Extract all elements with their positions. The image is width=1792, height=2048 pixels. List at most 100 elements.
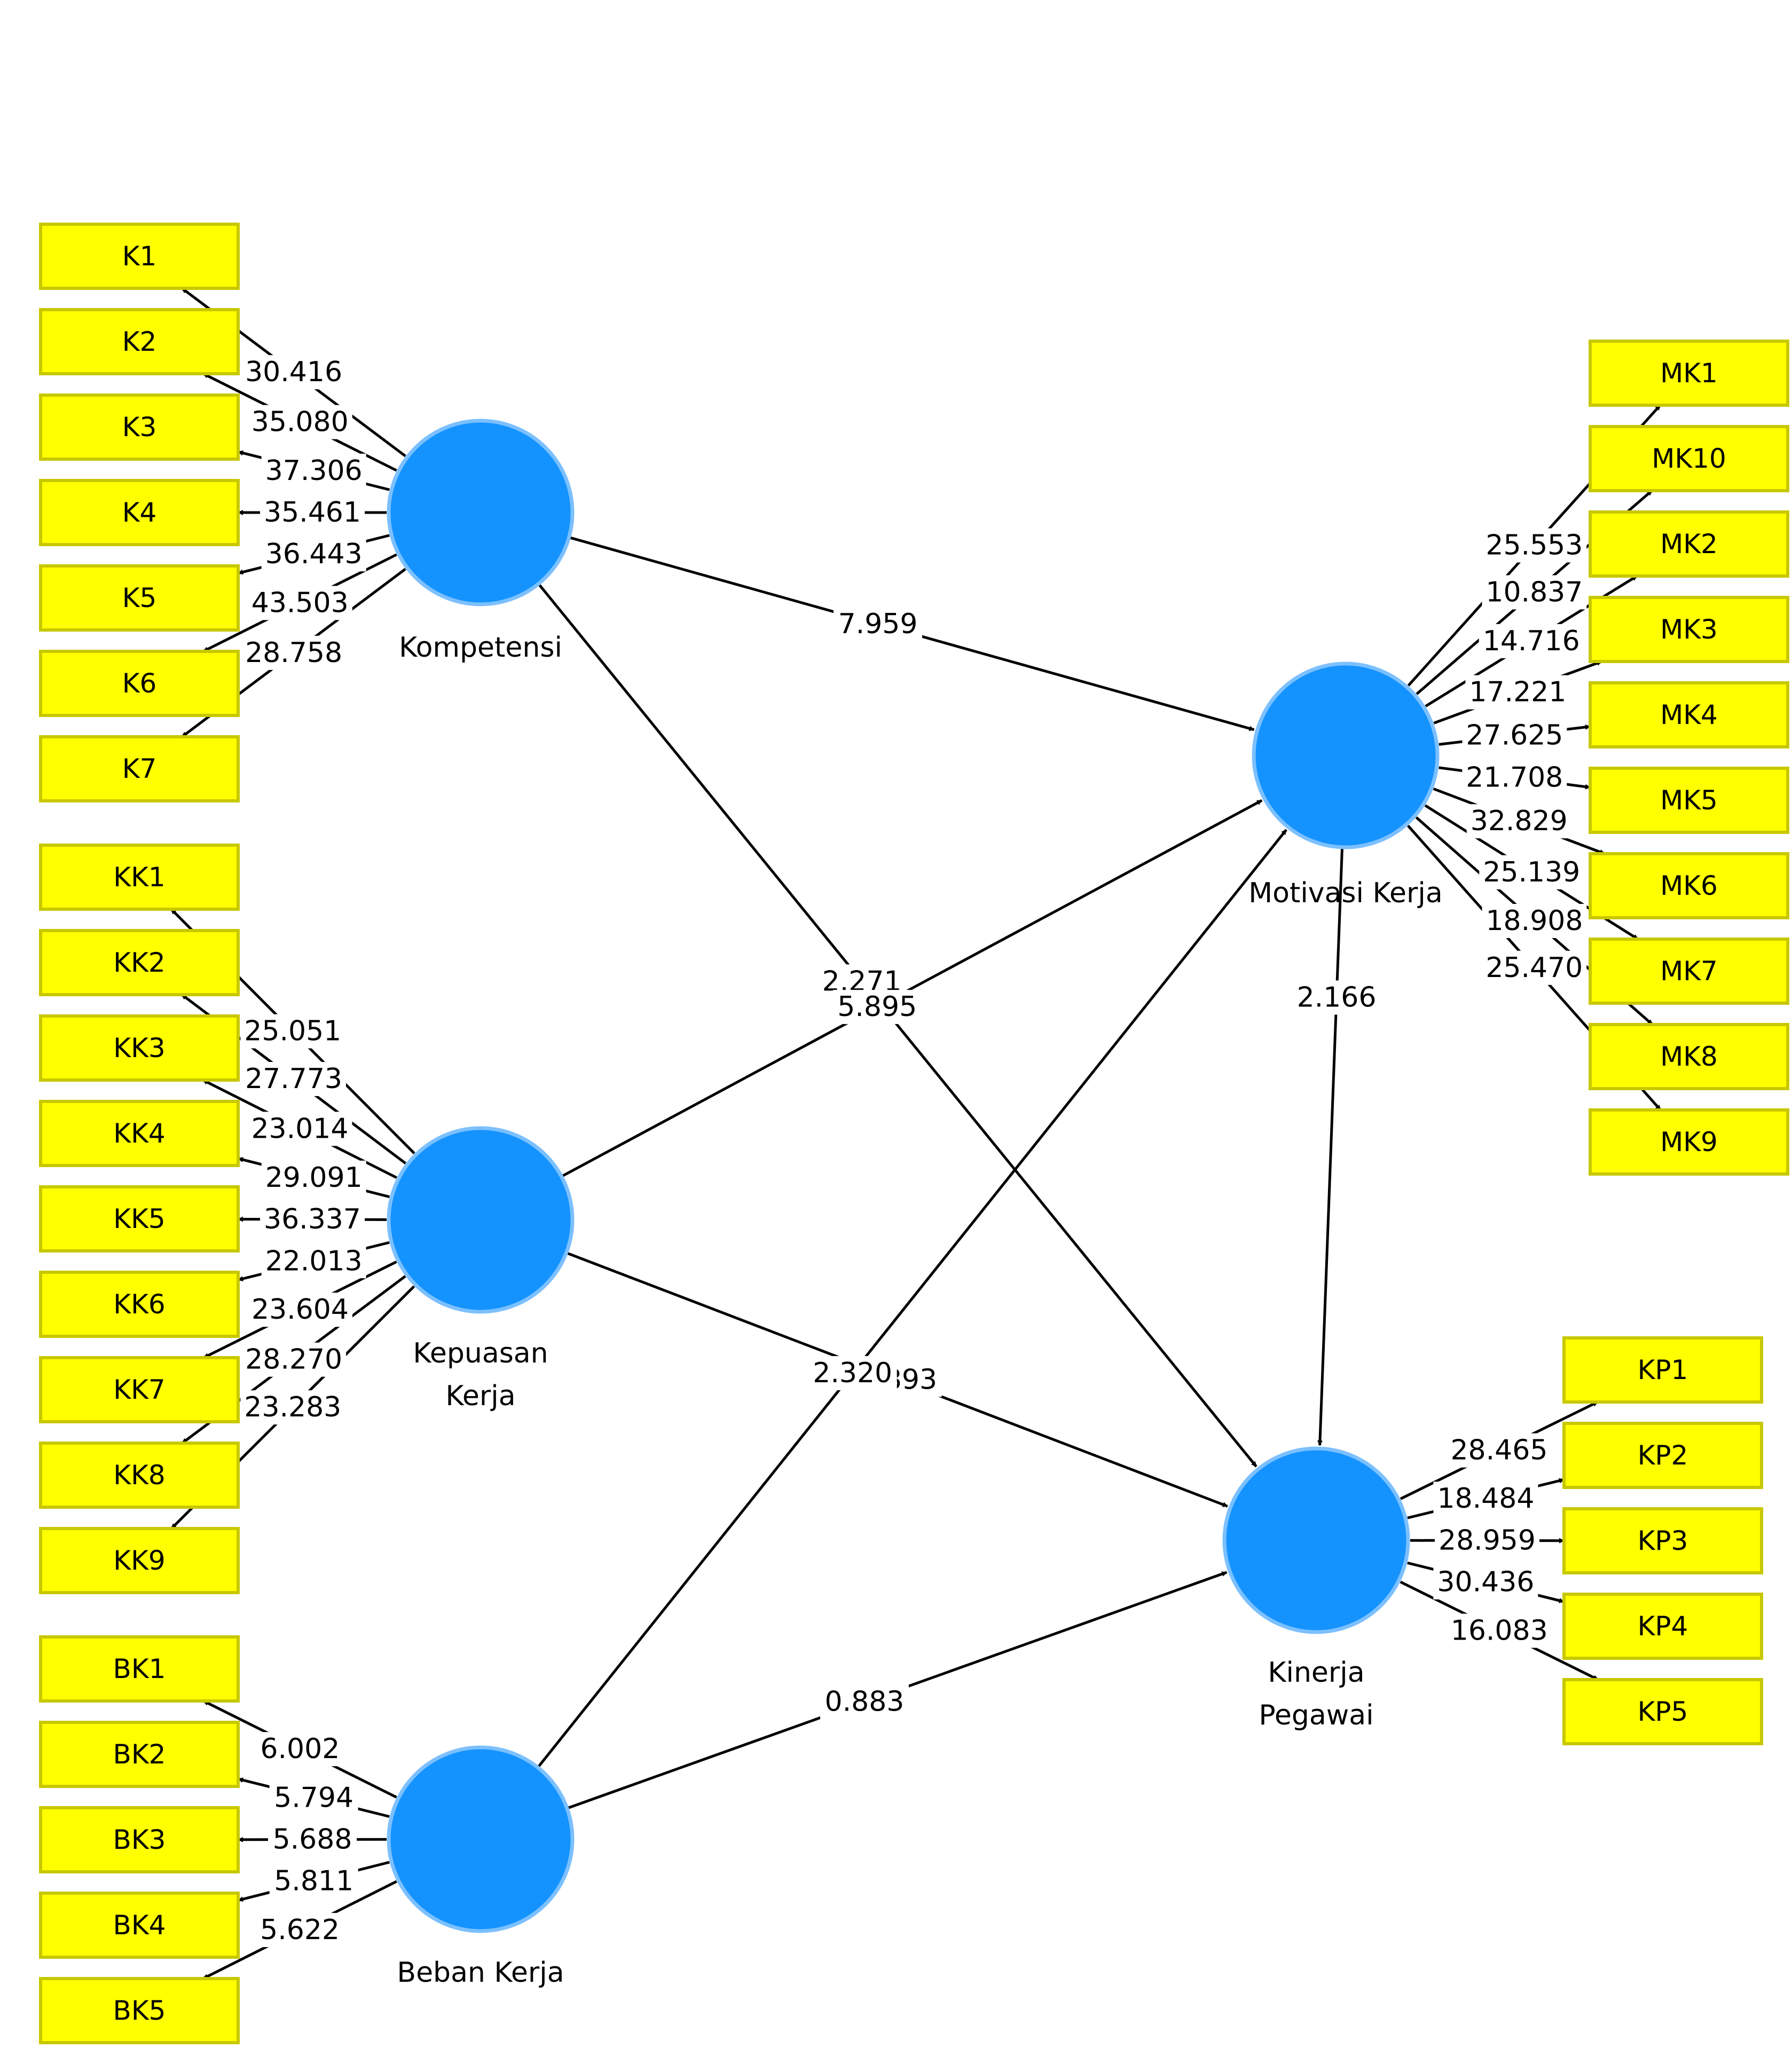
indicator-bk3[interactable]: BK3	[39, 1806, 240, 1873]
indicator-k6[interactable]: K6	[39, 650, 240, 717]
indicator-mk9[interactable]: MK9	[1589, 1108, 1789, 1176]
indicator-mk7[interactable]: MK7	[1589, 938, 1789, 1005]
value-label-background	[269, 1781, 358, 1815]
indicator-bk5[interactable]: BK5	[39, 1977, 240, 2044]
value-label-background	[1433, 1482, 1538, 1516]
indicator-box[interactable]	[1589, 1023, 1789, 1090]
indicator-bk1[interactable]: BK1	[39, 1635, 240, 1703]
indicator-label: K3	[122, 412, 157, 443]
value-label-text: 28.465	[1450, 1435, 1547, 1467]
indicator-label: BK4	[113, 1910, 166, 1941]
indicator-kk3[interactable]: KK3	[39, 1014, 240, 1082]
indicator-box[interactable]	[39, 650, 240, 717]
indicator-kk4[interactable]: KK4	[39, 1100, 240, 1167]
value-label-background	[1435, 1523, 1539, 1558]
indicator-box[interactable]	[1562, 1422, 1763, 1489]
indicator-box[interactable]	[1589, 767, 1789, 834]
indicator-box[interactable]	[39, 929, 240, 996]
indicator-box[interactable]	[1589, 852, 1789, 919]
latent-circle[interactable]	[387, 1745, 575, 1933]
indicator-k1[interactable]: K1	[39, 223, 240, 290]
indicator-box[interactable]	[39, 1100, 240, 1167]
indicator-kp1[interactable]: KP1	[1562, 1336, 1763, 1404]
indicator-box[interactable]	[39, 735, 240, 802]
indicator-k4[interactable]: K4	[39, 479, 240, 546]
indicator-box[interactable]	[39, 1271, 240, 1338]
indicator-box[interactable]	[1589, 938, 1789, 1005]
indicator-kk7[interactable]: KK7	[39, 1356, 240, 1423]
indicator-box[interactable]	[39, 1635, 240, 1703]
indicator-kk1[interactable]: KK1	[39, 844, 240, 911]
indicator-box[interactable]	[39, 1527, 240, 1594]
indicator-kp3[interactable]: KP3	[1562, 1507, 1763, 1574]
latent-circle[interactable]	[387, 419, 575, 606]
indicator-box[interactable]	[39, 308, 240, 375]
indicator-box[interactable]	[39, 844, 240, 911]
value-label-text: 16.083	[1451, 1615, 1548, 1647]
indicator-mk3[interactable]: MK3	[1589, 596, 1789, 663]
indicator-box[interactable]	[1589, 681, 1789, 749]
value-label-text: 2.320	[813, 1357, 892, 1389]
indicator-kp4[interactable]: KP4	[1562, 1593, 1763, 1660]
indicator-mk6[interactable]: MK6	[1589, 852, 1789, 919]
indicator-kk5[interactable]: KK5	[39, 1185, 240, 1253]
indicator-box[interactable]	[1562, 1336, 1763, 1404]
latent-beban-kerja[interactable]: Beban Kerja	[387, 1745, 575, 1989]
indicator-k2[interactable]: K2	[39, 308, 240, 375]
value-label-text: 25.139	[1483, 856, 1580, 888]
latent-circle[interactable]	[1222, 1446, 1410, 1634]
loading-value: 36.337	[260, 1202, 365, 1237]
value-label-background	[1482, 575, 1587, 610]
loading-value: 43.503	[247, 586, 352, 620]
indicator-bk4[interactable]: BK4	[39, 1892, 240, 1959]
indicator-box[interactable]	[39, 393, 240, 461]
indicator-box[interactable]	[39, 1806, 240, 1873]
indicator-mk1[interactable]: MK1	[1589, 340, 1789, 407]
indicator-mk10[interactable]: MK10	[1589, 425, 1789, 492]
indicator-box[interactable]	[1589, 510, 1789, 578]
indicator-kk2[interactable]: KK2	[39, 929, 240, 996]
indicator-box[interactable]	[1589, 596, 1789, 663]
indicator-k7[interactable]: K7	[39, 735, 240, 802]
value-label-text: 36.337	[264, 1203, 361, 1235]
indicator-box[interactable]	[39, 479, 240, 546]
indicator-label: BK1	[113, 1653, 166, 1684]
indicator-kk6[interactable]: KK6	[39, 1271, 240, 1338]
indicator-box[interactable]	[39, 1356, 240, 1423]
indicator-kk8[interactable]: KK8	[39, 1442, 240, 1509]
indicator-k5[interactable]: K5	[39, 564, 240, 632]
indicator-box[interactable]	[39, 1977, 240, 2044]
indicator-box[interactable]	[39, 1892, 240, 1959]
latent-circle[interactable]	[1252, 661, 1440, 849]
indicator-mk4[interactable]: MK4	[1589, 681, 1789, 749]
latent-circle[interactable]	[387, 1126, 575, 1314]
value-label-background	[1482, 904, 1587, 939]
indicator-mk8[interactable]: MK8	[1589, 1023, 1789, 1090]
indicator-mk2[interactable]: MK2	[1589, 510, 1789, 578]
indicator-box[interactable]	[39, 1442, 240, 1509]
indicator-box[interactable]	[1589, 425, 1789, 492]
indicator-box[interactable]	[39, 1721, 240, 1788]
indicator-box[interactable]	[1562, 1507, 1763, 1574]
latent-motivasi-kerja[interactable]: Motivasi Kerja	[1248, 661, 1443, 909]
indicator-bk2[interactable]: BK2	[39, 1721, 240, 1788]
indicator-box[interactable]	[1562, 1678, 1763, 1745]
indicator-kp5[interactable]: KP5	[1562, 1678, 1763, 1745]
indicator-box[interactable]	[1589, 1108, 1789, 1176]
value-label-background	[1462, 760, 1567, 795]
latent-kompetensi[interactable]: Kompetensi	[387, 419, 575, 664]
indicator-k3[interactable]: K3	[39, 393, 240, 461]
indicator-kp2[interactable]: KP2	[1562, 1422, 1763, 1489]
indicator-box[interactable]	[39, 564, 240, 632]
indicator-box[interactable]	[39, 1185, 240, 1253]
value-label-text: 0.883	[825, 1686, 905, 1718]
path-coefficient: 2.320	[808, 1356, 897, 1390]
indicator-kk9[interactable]: KK9	[39, 1527, 240, 1594]
indicator-box[interactable]	[39, 223, 240, 290]
indicator-box[interactable]	[1589, 340, 1789, 407]
indicator-mk5[interactable]: MK5	[1589, 767, 1789, 834]
indicator-box[interactable]	[1562, 1593, 1763, 1660]
indicator-box[interactable]	[39, 1014, 240, 1082]
